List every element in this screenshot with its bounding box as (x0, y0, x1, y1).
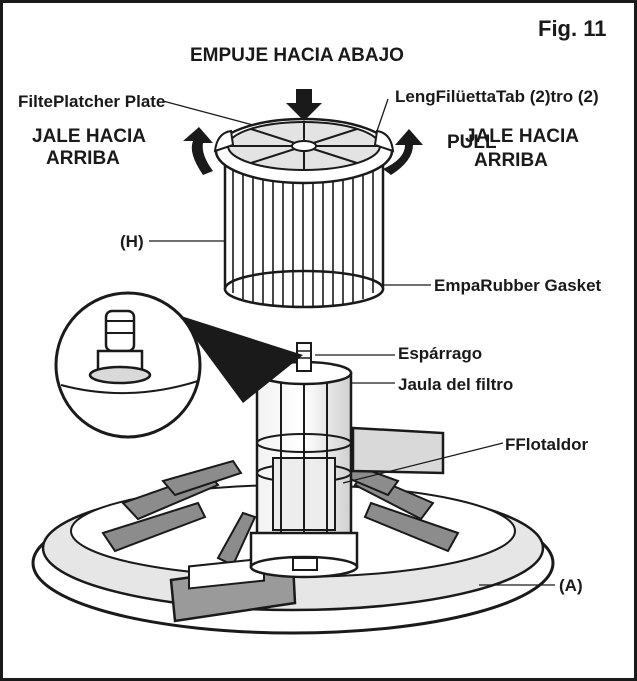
label-pull-left-1: JALE HACIA (32, 126, 147, 147)
label-filter-cage: Jaula del filtro (398, 375, 514, 394)
label-stud: Espárrago (398, 344, 483, 363)
cartridge-filter (213, 117, 395, 309)
label-part-h: (H) (120, 232, 144, 251)
label-pull-right-1: JALE HACIA (465, 126, 580, 147)
label-pull-left-2: ARRIBA (46, 148, 120, 169)
push-down-arrow (286, 89, 322, 121)
stud (296, 342, 312, 372)
figure-number: Fig. 11 (538, 16, 607, 41)
detail-callout (54, 291, 303, 439)
label-pull-right-2: ARRIBA (474, 150, 548, 171)
filter-assembly-illustration (31, 89, 555, 635)
leader-lines (149, 98, 555, 586)
label-float: FFlotaldor (505, 435, 589, 454)
filter-cage (249, 360, 359, 579)
label-filter-plate: FiltePlatcher Plate (18, 92, 166, 111)
label-part-a: (A) (559, 576, 583, 595)
label-pull-english: PULL (447, 132, 497, 153)
pull-up-arrow-right (383, 129, 423, 175)
label-push-down: EMPUJE HACIA ABAJO (190, 45, 404, 66)
label-gasket: EmpaRubber Gasket (434, 276, 602, 295)
label-filter-tab: LengFilüettaTab (2)tro (2) (395, 87, 599, 106)
pull-up-arrow-left (183, 127, 213, 175)
